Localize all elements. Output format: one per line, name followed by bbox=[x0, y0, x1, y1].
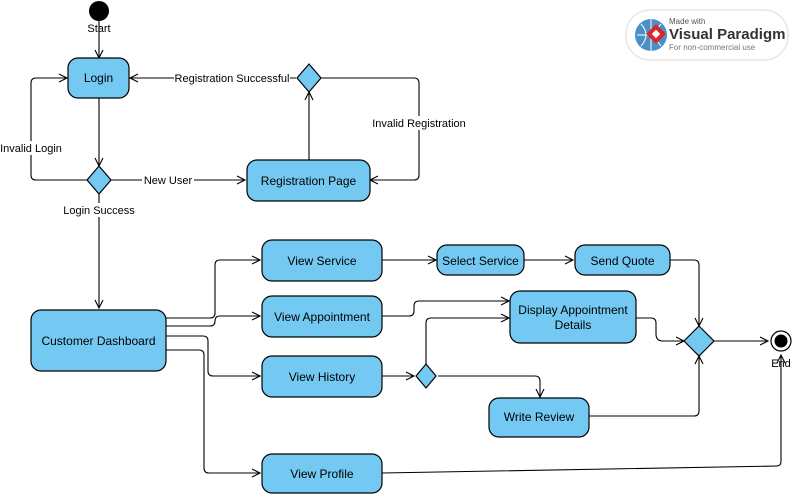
activity-display-appointment-label-line1: Display Appointment bbox=[518, 303, 628, 317]
watermark-made-with: Made with bbox=[669, 17, 705, 26]
start-label: Start bbox=[87, 23, 110, 35]
activity-registration-page: Registration Page bbox=[246, 159, 371, 202]
activity-view-history: View History bbox=[261, 355, 383, 398]
edge-send-quote-merge bbox=[670, 259, 699, 326]
visual-paradigm-logo-icon bbox=[635, 19, 667, 51]
label-login-success: Login Success bbox=[63, 205, 135, 217]
label-registration-successful: Registration Successful bbox=[175, 73, 290, 85]
activity-view-service: View Service bbox=[261, 239, 383, 282]
edge-view-profile-end bbox=[381, 355, 781, 474]
end-node bbox=[770, 330, 792, 352]
edge-dashboard-view-appointment bbox=[166, 316, 260, 327]
edge-dashboard-view-profile bbox=[166, 349, 260, 473]
activity-customer-dashboard-label: Customer Dashboard bbox=[41, 334, 155, 348]
activity-send-quote: Send Quote bbox=[574, 244, 671, 276]
watermark-note: For non-commercial use bbox=[669, 43, 756, 52]
watermark-brand: Visual Paradigm bbox=[669, 26, 785, 43]
label-invalid-registration: Invalid Registration bbox=[372, 118, 466, 130]
login-decision-node bbox=[86, 165, 112, 195]
activity-display-appointment-label-line2: Details bbox=[555, 318, 592, 332]
activity-write-review-label: Write Review bbox=[504, 410, 575, 424]
activity-write-review: Write Review bbox=[488, 397, 590, 438]
edges bbox=[30, 21, 781, 474]
edge-dashboard-view-service bbox=[166, 260, 260, 319]
edge-dashboard-view-history bbox=[166, 335, 260, 376]
activity-login: Login bbox=[67, 57, 130, 99]
merge-node bbox=[683, 325, 715, 357]
activity-select-service: Select Service bbox=[436, 244, 525, 276]
activity-login-label: Login bbox=[84, 71, 113, 85]
activity-registration-page-label: Registration Page bbox=[261, 174, 357, 188]
activity-view-profile: View Profile bbox=[261, 453, 383, 494]
label-invalid-login: Invalid Login bbox=[0, 143, 62, 155]
edge-history-decision-display bbox=[425, 318, 509, 364]
activity-view-history-label: View History bbox=[289, 370, 355, 384]
edge-view-appointment-display bbox=[382, 301, 509, 317]
label-new-user: New User bbox=[144, 175, 193, 187]
activity-view-appointment: View Appointment bbox=[261, 295, 383, 338]
activity-view-service-label: View Service bbox=[287, 254, 356, 268]
edge-invalid-login bbox=[30, 78, 87, 181]
activity-select-service-label: Select Service bbox=[442, 254, 519, 268]
history-decision-node bbox=[415, 363, 437, 389]
edge-display-merge bbox=[636, 317, 684, 341]
edge-history-decision-write-review bbox=[438, 375, 540, 397]
registration-decision-node bbox=[296, 63, 322, 93]
activity-send-quote-label: Send Quote bbox=[590, 254, 654, 268]
edge-write-review-merge bbox=[589, 356, 699, 417]
activity-display-appointment-details: Display Appointment Details bbox=[509, 290, 637, 344]
activity-view-profile-label: View Profile bbox=[290, 467, 353, 481]
activity-customer-dashboard: Customer Dashboard bbox=[30, 309, 167, 372]
visual-paradigm-watermark: Made with Visual Paradigm For non-commer… bbox=[625, 9, 789, 61]
start-node bbox=[89, 1, 109, 21]
activity-view-appointment-label: View Appointment bbox=[274, 310, 371, 324]
end-label: End bbox=[771, 358, 791, 370]
